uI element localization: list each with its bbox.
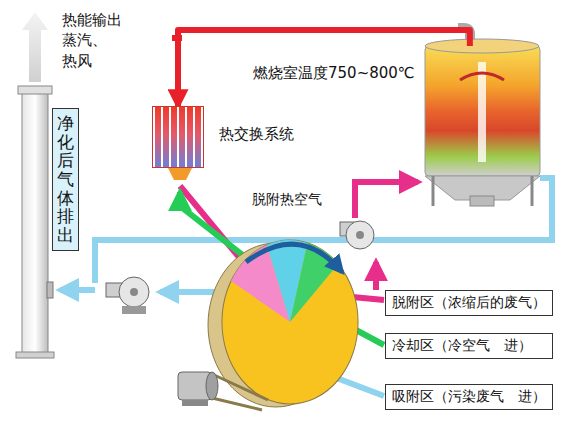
node-text: 冷却区（冷空气 进） (392, 337, 532, 353)
chimney (16, 86, 54, 358)
exhaust-arrow (22, 12, 48, 82)
desorption-zone-box: 脱附区（浓缩后的废气） (385, 290, 553, 316)
node-heading: 热交换系统 (219, 125, 294, 144)
node-text: 吸附区（污染废气 进） (392, 388, 546, 404)
heat-output-label: 热能输出 蒸汽、热风 (62, 10, 122, 71)
fan (340, 221, 374, 249)
combustion-chamber-box: 燃烧室温度750~800℃ (425, 46, 540, 176)
node-heading: 燃烧室温度750~800℃ (253, 64, 415, 83)
flow-label: 脱附热空气 (250, 190, 324, 209)
exchanger-outlet (168, 168, 192, 180)
fan (106, 277, 149, 314)
flow-connector (178, 30, 470, 106)
combustion-chamber (425, 39, 540, 206)
node-text: 脱附区（浓缩后的废气） (392, 294, 546, 310)
motor (178, 372, 268, 410)
node-text: 净化后气体排出 (57, 114, 74, 245)
rotor-wheel (208, 240, 358, 407)
exhaust-stack-label: 净化后气体排出 (52, 108, 79, 251)
cooling-zone-box: 冷却区（冷空气 进） (385, 333, 553, 359)
adsorption-zone-box: 吸附区（污染废气 进） (385, 384, 553, 410)
heat-exchanger: 热交换系统 (152, 106, 204, 168)
